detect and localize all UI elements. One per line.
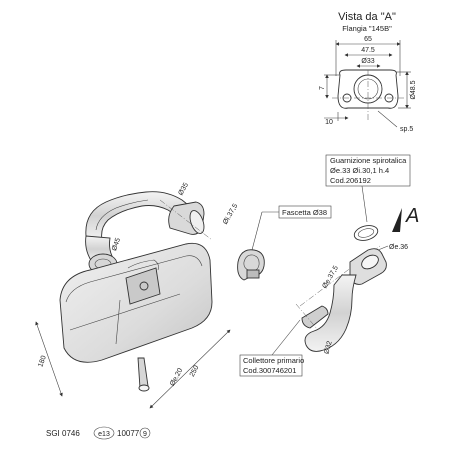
dim-hole-spacing: 47.5 <box>361 47 375 54</box>
clamp-label: Fascetta Ø38 <box>282 208 327 217</box>
homologation-mark <box>93 426 115 440</box>
muffler-assembly <box>59 191 213 392</box>
view-subtitle: Flangia "145B" <box>342 24 392 33</box>
approval-number: 10077 <box>117 429 140 438</box>
revision-circle <box>139 427 151 439</box>
flange-thickness-label: sp.5 <box>400 126 413 133</box>
view-title: Vista da "A" <box>338 11 396 23</box>
gasket-line3: Cod.206192 <box>330 176 371 185</box>
dim-bend-d45: Ø45 <box>111 237 122 252</box>
dim-hole-offset: 7 <box>319 86 326 90</box>
dim-inlet-d35: Ø35 <box>177 182 190 197</box>
dim-flange-width: 65 <box>364 36 372 43</box>
model-code: SGI 0746 <box>46 429 80 438</box>
dim-length-250: 250 <box>189 364 201 378</box>
bracket-hole <box>139 281 149 291</box>
flange-view: Vista da "A" Flangia "145B" 65 47.5 Ø33 … <box>319 11 417 133</box>
dim-collector-outer: Øe.36 <box>389 244 408 251</box>
dim-inlet-d37: Øi.37,5 <box>222 203 239 226</box>
dim-collector-pipe: Ø32 <box>323 340 333 355</box>
view-marker: A <box>392 205 419 232</box>
collector-end <box>301 305 329 329</box>
dim-flange-height: Ø48.5 <box>410 80 417 99</box>
muffler-body <box>59 242 213 363</box>
dim-bore: Ø33 <box>361 58 374 65</box>
dim-plate-thickness: 10 <box>325 119 333 126</box>
gasket-ring <box>353 225 379 241</box>
gasket-line1: Guarnizione spirotalica <box>330 156 407 165</box>
collector-pipe <box>295 245 387 352</box>
collector-box <box>239 354 303 377</box>
gasket-box <box>325 154 411 187</box>
gasket-callout: Guarnizione spirotalica Øe.33 Øi.30,1 h.… <box>325 154 411 241</box>
footer-code: SGI 0746 e13 10077 9 <box>46 426 151 440</box>
gasket-line2: Øe.33 Øi.30,1 h.4 <box>330 166 389 175</box>
collector-line2: Cod.300746201 <box>243 366 296 375</box>
muffler-bracket <box>125 267 161 305</box>
tailpipe <box>137 357 149 389</box>
collector-line1: Collettore primario <box>243 356 304 365</box>
revision-number: 9 <box>143 431 147 438</box>
dim-height-180: 180 <box>37 355 48 368</box>
dim-tailpipe: Øe.20 <box>169 367 184 387</box>
clamp-bolt <box>246 269 260 279</box>
homologation-code: e13 <box>98 431 110 438</box>
clamp-callout: Fascetta Ø38 <box>237 205 332 281</box>
collector-callout: Collettore primario Cod.300746201 <box>239 319 304 377</box>
collector-tube <box>304 274 357 352</box>
flange-plate <box>337 69 399 109</box>
view-marker-letter: A <box>405 205 419 227</box>
view-arrow-icon <box>392 208 402 232</box>
